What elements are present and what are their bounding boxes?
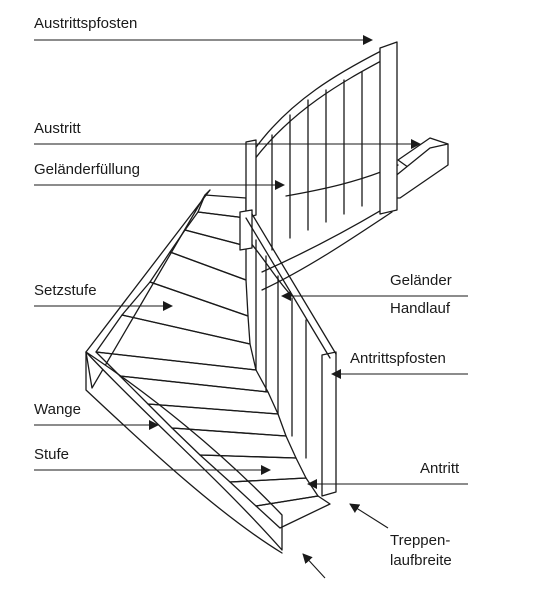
inner-stringer xyxy=(247,204,393,297)
label-antrittspfosten: Antrittspfosten xyxy=(350,350,446,367)
arrow-treppenlaufbreite-upper xyxy=(349,503,389,529)
austrittspfosten-post xyxy=(379,41,398,215)
label-handlauf: Handlauf xyxy=(390,300,451,317)
label-wange: Wange xyxy=(34,401,81,418)
stair-steps xyxy=(95,194,331,529)
lower-handrail xyxy=(245,213,337,359)
landing xyxy=(285,137,449,199)
upper-balusters xyxy=(271,71,363,251)
arrow-treppenlaufbreite-lower xyxy=(302,553,326,579)
lower-balusters xyxy=(255,239,307,459)
label-antritt: Antritt xyxy=(420,460,460,477)
antrittspfosten-post xyxy=(321,351,337,497)
label-stufe: Stufe xyxy=(34,446,70,463)
newel-post xyxy=(239,209,253,251)
label-setzstufe: Setzstufe xyxy=(34,282,97,299)
label-austrittspfosten: Austrittspfosten xyxy=(34,15,138,32)
label-treppenlaufbreite-line1: Treppen- xyxy=(390,532,451,549)
label-treppenlaufbreite-line2: laufbreite xyxy=(390,552,452,569)
outer-stringer xyxy=(85,189,283,554)
label-gelaender: Geländer xyxy=(390,272,452,289)
label-gelaenderfuellung: Geländerfüllung xyxy=(34,161,140,178)
label-austritt: Austritt xyxy=(34,120,81,137)
intermediate-post xyxy=(245,139,257,219)
